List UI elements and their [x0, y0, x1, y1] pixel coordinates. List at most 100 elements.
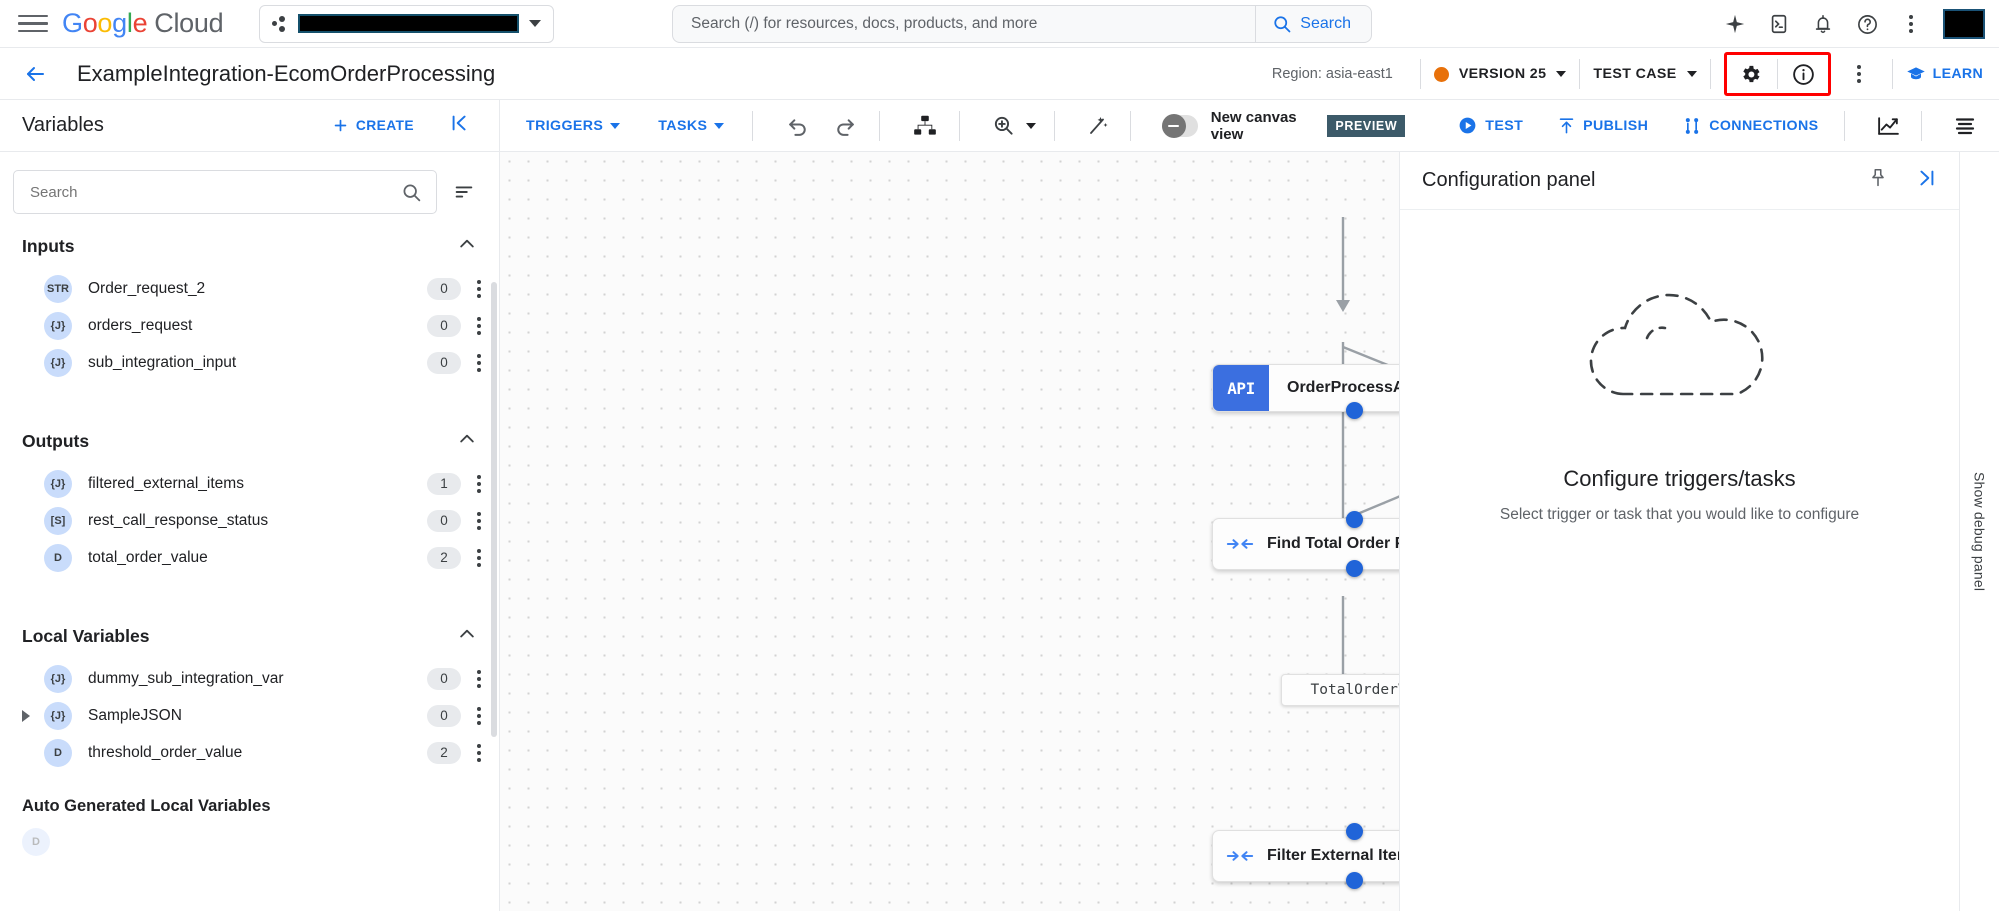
variable-row[interactable]: {J} filtered_external_items 1: [0, 465, 499, 502]
project-picker[interactable]: [259, 4, 555, 43]
new-canvas-view-toggle[interactable]: [1161, 113, 1198, 138]
chart-trend-icon[interactable]: [1872, 107, 1904, 145]
chevron-down-icon[interactable]: [1025, 122, 1036, 129]
variables-search-field[interactable]: [13, 170, 437, 214]
row-more-kebab-icon[interactable]: [477, 669, 481, 689]
integration-canvas[interactable]: API OrderProcessApiTrigger Find Total Or…: [500, 152, 1399, 911]
chevron-up-icon[interactable]: [457, 234, 477, 259]
variable-row[interactable]: D threshold_order_value 2: [0, 734, 499, 771]
variable-count: 0: [427, 667, 461, 690]
variable-row[interactable]: STR Order_request_2 0: [0, 270, 499, 307]
learn-button[interactable]: LEARN: [1906, 64, 1983, 84]
divider: [1920, 110, 1922, 141]
preview-badge: PREVIEW: [1327, 114, 1406, 137]
pin-icon[interactable]: [1867, 167, 1889, 194]
search-icon: [403, 184, 421, 201]
version-selector[interactable]: VERSION 25: [1433, 66, 1567, 82]
node-input-port[interactable]: [1346, 823, 1363, 840]
help-question-icon[interactable]: [1847, 4, 1887, 44]
global-search[interactable]: Search: [672, 5, 1372, 43]
gemini-sparkle-icon[interactable]: [1715, 4, 1755, 44]
expand-triangle-icon[interactable]: [22, 709, 30, 722]
variable-row[interactable]: {J} SampleJSON 0: [0, 697, 499, 734]
search-input[interactable]: [673, 15, 1256, 33]
variable-count: 1: [427, 472, 461, 495]
variable-row[interactable]: {J} orders_request 0: [0, 307, 499, 344]
variable-count: 0: [427, 509, 461, 532]
chevron-up-icon[interactable]: [457, 624, 477, 649]
section-header-outputs[interactable]: Outputs: [0, 417, 499, 465]
row-more-kebab-icon[interactable]: [477, 706, 481, 726]
publish-label: PUBLISH: [1583, 117, 1649, 134]
variable-row[interactable]: {J} sub_integration_input 0: [0, 344, 499, 381]
configuration-panel: Configuration panel Configure tr: [1399, 152, 1959, 911]
section-header-inputs[interactable]: Inputs: [0, 222, 499, 270]
chevron-down-icon: [610, 122, 621, 129]
publish-button[interactable]: PUBLISH: [1557, 116, 1648, 135]
cloud-shell-terminal-icon[interactable]: [1759, 4, 1799, 44]
version-status-dot: [1433, 66, 1449, 82]
node-input-port[interactable]: [1346, 511, 1363, 528]
api-icon: API: [1213, 365, 1269, 411]
more-vert-kebab-icon[interactable]: [1839, 54, 1879, 94]
test-button[interactable]: TEST: [1457, 115, 1523, 136]
info-circle-icon[interactable]: [1784, 54, 1824, 94]
connections-label: CONNECTIONS: [1709, 117, 1819, 134]
config-panel-empty-state: Configure triggers/tasks Select trigger …: [1400, 210, 1959, 524]
canvas-node-task-3[interactable]: Filter External Items ID:3: [1212, 823, 1399, 889]
canvas-node-task-1[interactable]: Find Total Order Price ID:1: [1212, 511, 1399, 577]
connections-button[interactable]: CONNECTIONS: [1682, 116, 1818, 136]
row-more-kebab-icon[interactable]: [477, 511, 481, 531]
row-more-kebab-icon[interactable]: [477, 474, 481, 494]
avatar[interactable]: [1943, 9, 1985, 39]
sort-filter-icon[interactable]: [451, 179, 477, 205]
auto-layout-icon[interactable]: [909, 107, 941, 145]
debug-panel-rail[interactable]: Show debug panel: [1959, 152, 1999, 911]
collapse-left-icon[interactable]: [449, 112, 471, 140]
sidebar-scrollbar[interactable]: [491, 282, 497, 737]
canvas-node-trigger[interactable]: API OrderProcessApiTrigger: [1212, 364, 1399, 419]
search-button[interactable]: Search: [1255, 6, 1371, 42]
tasks-label: TASKS: [658, 117, 708, 134]
node-output-port[interactable]: [1346, 872, 1363, 889]
variables-title: Variables: [22, 114, 104, 136]
node-label: OrderProcessApiTrigger: [1287, 379, 1399, 396]
magic-wand-icon[interactable]: [1082, 107, 1114, 145]
expand-right-icon[interactable]: [1915, 167, 1937, 194]
redo-icon[interactable]: [829, 107, 861, 145]
zoom-in-icon[interactable]: [987, 107, 1019, 145]
hamburger-menu-icon[interactable]: [18, 12, 48, 36]
test-case-selector[interactable]: TEST CASE: [1593, 66, 1697, 82]
tasks-menu[interactable]: TASKS: [658, 117, 725, 134]
triggers-menu[interactable]: TRIGGERS: [526, 118, 621, 134]
edge-label[interactable]: TotalOrderVa...: [1281, 674, 1399, 706]
row-more-kebab-icon[interactable]: [477, 743, 481, 763]
list-lines-icon[interactable]: [1949, 107, 1981, 145]
chevron-up-icon[interactable]: [457, 429, 477, 454]
notifications-bell-icon[interactable]: [1803, 4, 1843, 44]
search-button-label: Search: [1300, 15, 1351, 32]
row-more-kebab-icon[interactable]: [477, 316, 481, 336]
node-output-port[interactable]: [1346, 560, 1363, 577]
search-input[interactable]: [28, 182, 401, 202]
node-output-port[interactable]: [1346, 402, 1363, 419]
row-more-kebab-icon[interactable]: [477, 548, 481, 568]
row-more-kebab-icon[interactable]: [477, 279, 481, 299]
divider: [752, 110, 754, 141]
back-arrow-icon[interactable]: [20, 59, 50, 89]
section-header-local-variables[interactable]: Local Variables: [0, 612, 499, 660]
variable-row[interactable]: {J} dummy_sub_integration_var 0: [0, 660, 499, 697]
show-debug-panel-label[interactable]: Show debug panel: [1971, 471, 1988, 592]
variable-row[interactable]: D total_order_value 2: [0, 539, 499, 576]
variable-row[interactable]: [S] rest_call_response_status 0: [0, 502, 499, 539]
more-vert-kebab-icon[interactable]: [1891, 4, 1931, 44]
undo-icon[interactable]: [782, 107, 814, 145]
plus-icon: [334, 119, 347, 132]
create-variable-button[interactable]: CREATE: [332, 117, 414, 134]
topbar-actions: [1715, 0, 1985, 48]
gear-settings-icon[interactable]: [1731, 54, 1771, 94]
row-more-kebab-icon[interactable]: [477, 353, 481, 373]
logo-cloud-word: Cloud: [154, 8, 224, 38]
variable-type-badge: {J}: [44, 311, 72, 340]
